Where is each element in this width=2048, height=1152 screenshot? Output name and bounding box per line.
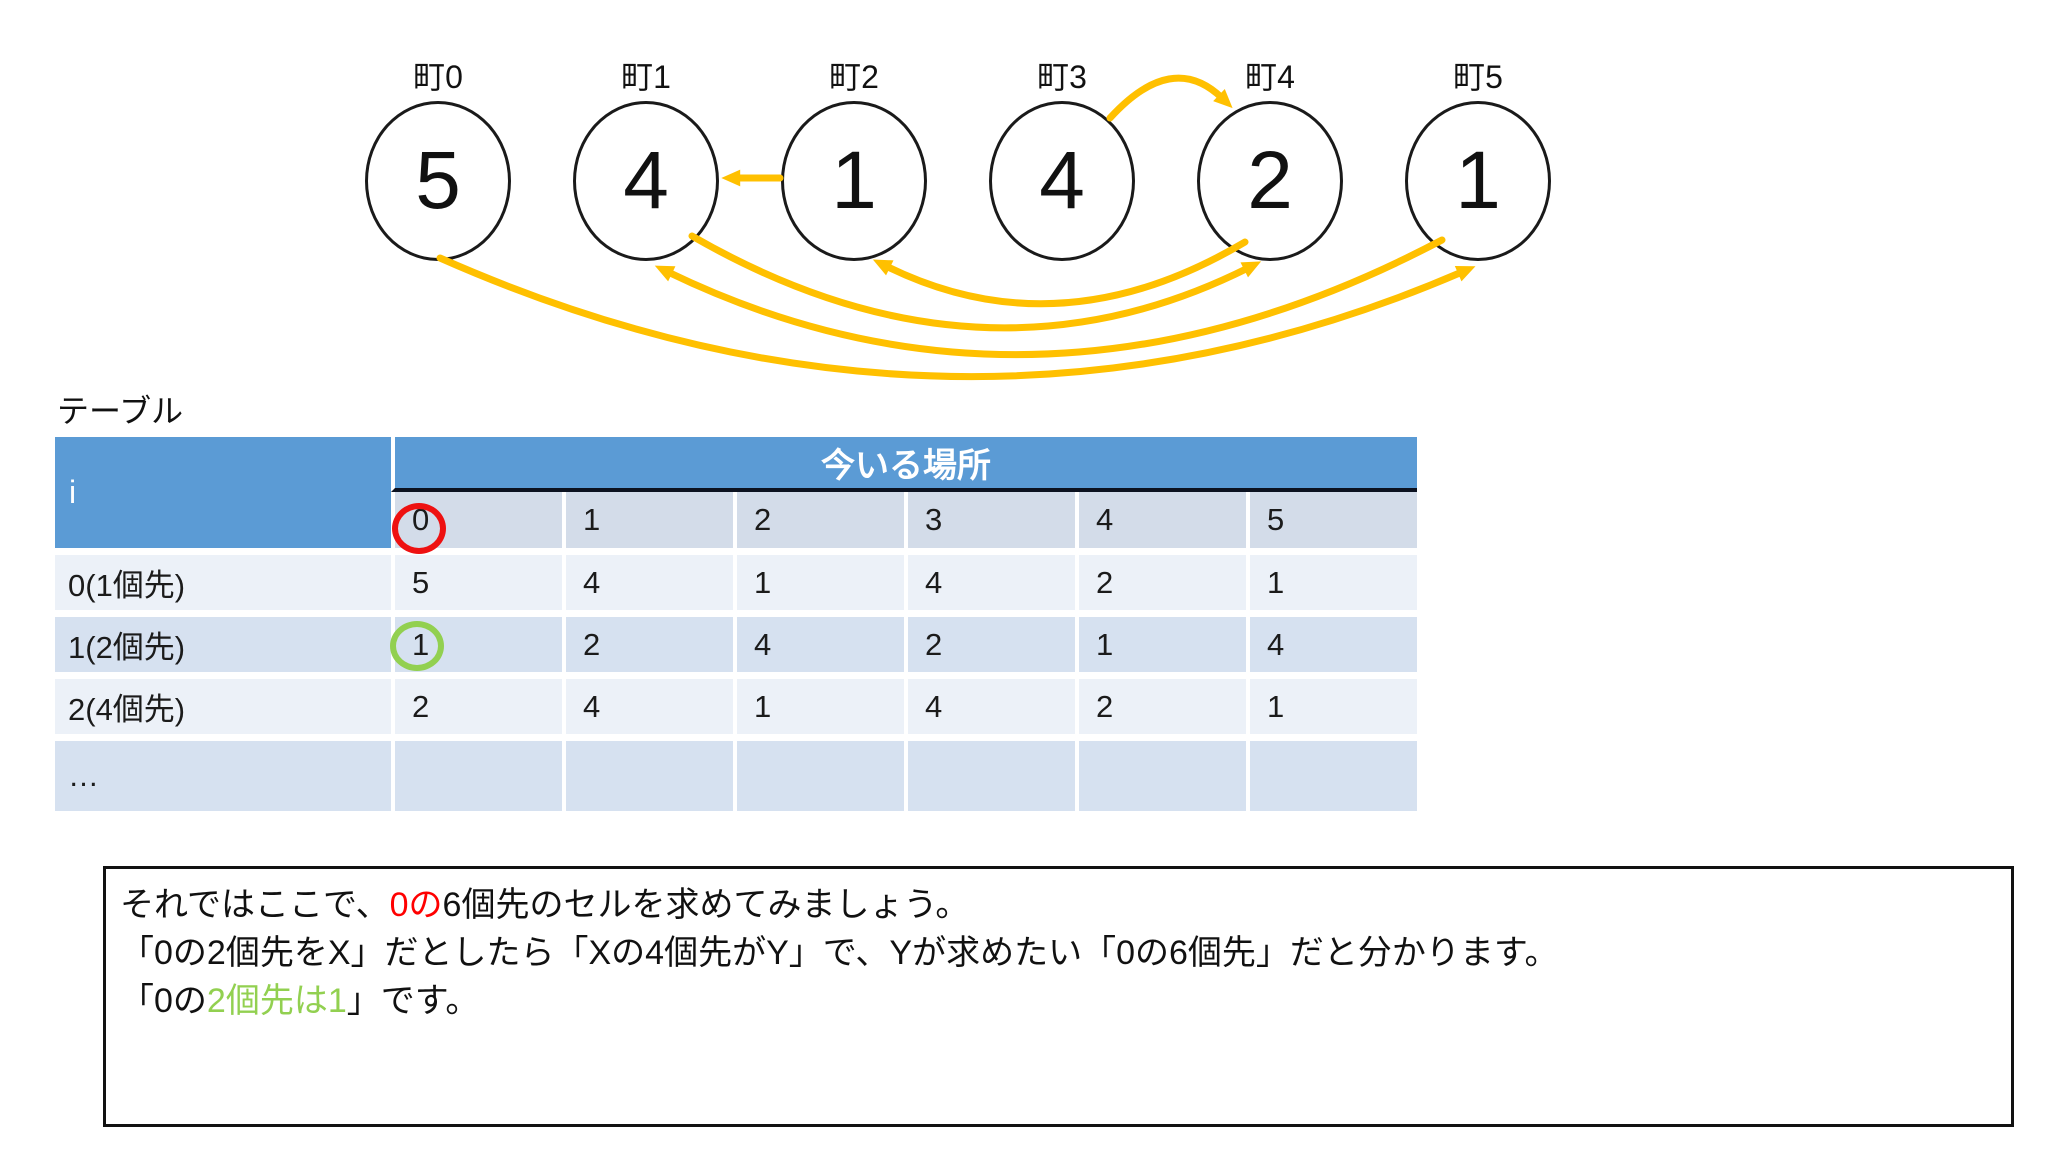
table-cell: 2 — [904, 610, 1075, 672]
table-cell: 2 — [1075, 548, 1246, 610]
table-cell — [1075, 734, 1246, 811]
row-label: 0(1個先) — [55, 548, 391, 610]
table-cell: 4 — [562, 548, 733, 610]
row-label: … — [55, 734, 391, 811]
table-cell: 1 — [1246, 672, 1417, 734]
table-cell: 5 — [391, 548, 562, 610]
town-value: 1 — [831, 135, 877, 226]
table-cell — [562, 734, 733, 811]
table-cell: 1 — [733, 548, 904, 610]
town-label: 町5 — [1453, 59, 1503, 95]
note-text: 6個先のセルを求めてみましょう。 — [442, 886, 970, 924]
town-circle: 2 — [1197, 101, 1343, 261]
row-label: 1(2個先) — [55, 610, 391, 672]
table-cell: 4 — [733, 610, 904, 672]
doubling-table: i 今いる場所 0 1 2 3 4 5 0(1個先) 5 4 1 4 2 1 1… — [55, 437, 1417, 811]
table-cell: 1 — [1075, 610, 1246, 672]
town-value: 4 — [623, 135, 669, 226]
table-title: テーブル — [57, 393, 184, 429]
note-line-2: 「0の2個先をX」だとしたら「Xの4個先がY」で、Yが求めたい「0の6個先」だと… — [120, 929, 1991, 977]
note-text: 「0の2個先をX」だとしたら「Xの4個先がY」で、Yが求めたい「0の6個先」だと… — [120, 934, 1559, 972]
note-line-1: それではここで、0の6個先のセルを求めてみましょう。 — [120, 881, 1991, 929]
note-box: それではここで、0の6個先のセルを求めてみましょう。 「0の2個先をX」だとした… — [103, 866, 2014, 1127]
table-cell: 1 — [1246, 548, 1417, 610]
table-cell: 1 — [733, 672, 904, 734]
town-value: 2 — [1247, 135, 1293, 226]
town-circle: 4 — [989, 101, 1135, 261]
row-label: 2(4個先) — [55, 672, 391, 734]
town-value: 1 — [1455, 135, 1501, 226]
town-label: 町1 — [621, 59, 671, 95]
table-cell: 4 — [904, 672, 1075, 734]
table-cell: 2 — [1075, 672, 1246, 734]
table-cell — [904, 734, 1075, 811]
table-corner-cell: i — [55, 437, 391, 548]
table-cell: 4 — [904, 548, 1075, 610]
note-line-3: 「0の2個先は1」です。 — [120, 977, 1991, 1025]
table-cell — [1246, 734, 1417, 811]
town-value: 4 — [1039, 135, 1085, 226]
table-cell: 2 — [562, 610, 733, 672]
town-label: 町0 — [413, 59, 463, 95]
table-cell: 4 — [562, 672, 733, 734]
note-text-green: 2個先は1 — [206, 982, 347, 1020]
table-group-header: 今いる場所 — [391, 437, 1417, 492]
col-header-5: 5 — [1246, 492, 1417, 548]
note-text: それではここで、 — [120, 886, 390, 924]
arrow-town1-to-town4 — [688, 232, 1262, 332]
town-circle: 1 — [1405, 101, 1551, 261]
table-cell: 2 — [391, 672, 562, 734]
col-header-1: 1 — [562, 492, 733, 548]
col-header-2: 2 — [733, 492, 904, 548]
table-cell: 4 — [1246, 610, 1417, 672]
town-label: 町3 — [1037, 59, 1087, 95]
town-label: 町2 — [829, 59, 879, 95]
col-header-3: 3 — [904, 492, 1075, 548]
town-circle: 5 — [365, 101, 511, 261]
town-circle: 1 — [781, 101, 927, 261]
town-label: 町4 — [1245, 59, 1295, 95]
note-text: 」です。 — [346, 982, 480, 1020]
col-header-4: 4 — [1075, 492, 1246, 548]
arrow-town0-to-town5 — [436, 254, 1476, 381]
red-circle-annotation — [392, 503, 446, 554]
town-circle: 4 — [573, 101, 719, 261]
town-value: 5 — [415, 135, 461, 226]
note-text: 「0の — [120, 982, 207, 1020]
note-text-red: 0の — [389, 886, 443, 924]
green-circle-annotation — [390, 621, 444, 671]
table-cell — [391, 734, 562, 811]
table-cell — [733, 734, 904, 811]
